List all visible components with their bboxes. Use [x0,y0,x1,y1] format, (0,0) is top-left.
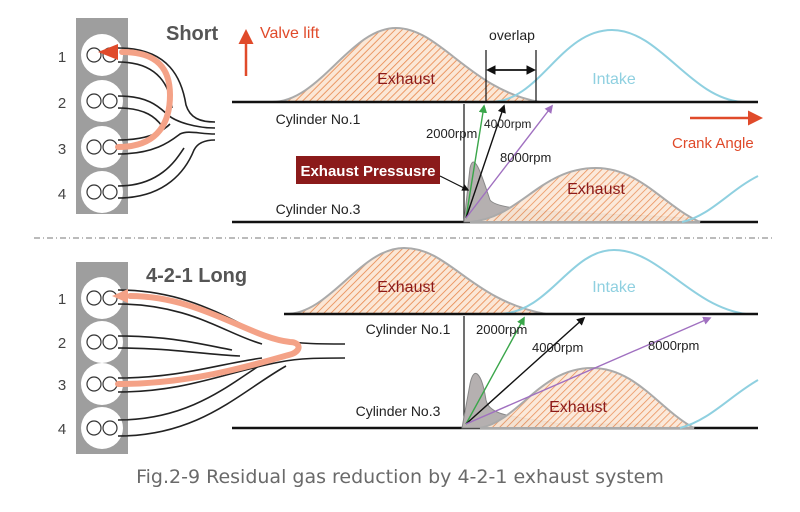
rpm2000-label-bottom: 2000rpm [476,322,527,337]
exhaust-lift-curve-cyl1-top [271,26,541,103]
rpm2000-arrow-top [465,104,488,219]
cylinder1-label-bottom: Cylinder No.1 [366,321,451,337]
gas-flow-path-long [115,293,302,387]
overlap-label: overlap [489,27,535,43]
rpm4000-label-bottom: 4000rpm [532,340,583,355]
rpm8000-label-top: 8000rpm [500,150,551,165]
exhaust-label-cyl3-bottom: Exhaust [549,399,607,416]
gas-flow-path-short [115,49,174,150]
rpm8000-label-bottom: 8000rpm [648,338,699,353]
rpm8000-arrow-top [465,104,554,219]
cyl-num-2-top: 2 [58,95,66,112]
rpm2000-arrow-bottom [465,316,525,425]
cylinder3-label-top: Cylinder No.3 [276,201,361,217]
rpm2000-label-top: 2000rpm [426,126,477,141]
cyl-num-1-top: 1 [58,49,66,66]
panel-title-short: Short [166,23,219,45]
exhaust-lift-curve-cyl3-bottom [479,366,695,429]
figure-caption: Fig.2-9 Residual gas reduction by 4-2-1 … [136,466,664,488]
panel-title-long: 4-2-1 Long [146,265,247,287]
exhaust-label-cyl3-top: Exhaust [567,181,625,198]
exhaust-pressure-label: Exhaust Pressusre [300,163,435,180]
rpm4000-arrow-top [465,104,506,219]
cyl-num-4-bottom: 4 [58,421,66,438]
cylinders-top [81,34,123,213]
cyl-num-1-bottom: 1 [58,291,66,308]
crank-angle-label: Crank Angle [672,135,754,152]
exhaust-pressure-box [296,156,440,184]
exhaust-label-cyl1-bottom: Exhaust [377,279,435,296]
flow-arrow-head-bottom [112,289,128,303]
intake-lift-curve-cyl3-bottom [679,379,759,429]
cylinder1-label-top: Cylinder No.1 [276,111,361,127]
cyl-num-2-bottom: 2 [58,335,66,352]
cylinder3-label-bottom: Cylinder No.3 [356,403,441,419]
rpm8000-arrow-bottom [465,316,712,425]
cylinders-bottom [81,277,123,449]
intake-label-top: Intake [592,71,636,88]
intake-label-bottom: Intake [592,279,636,296]
valve-lift-label: Valve lift [260,25,320,42]
flow-arrow-head-top [98,44,118,60]
intake-lift-curve-cyl3-top [681,175,759,223]
top-panel: 1 2 3 4 Short Valve lift Exhaust Intake … [58,18,763,224]
exhaust-lift-curve-cyl3-top [469,166,701,223]
rpm4000-label-top: 4000rpm [484,117,531,131]
bottom-panel: 1 2 3 4 4-2-1 Long Exhaust Intake Cylind… [58,246,759,454]
intake-lift-curve-top [489,28,743,103]
cyl-num-3-top: 3 [58,141,66,158]
rpm4000-arrow-bottom [465,316,586,425]
exhaust-label-cyl1-top: Exhaust [377,71,435,88]
exhaust-lift-curve-cyl1-bottom [285,246,547,315]
cyl-num-3-bottom: 3 [58,377,66,394]
intake-lift-curve-bottom [499,248,747,315]
cyl-num-4-top: 4 [58,186,66,203]
exhaust-pressure-pointer [439,175,470,191]
